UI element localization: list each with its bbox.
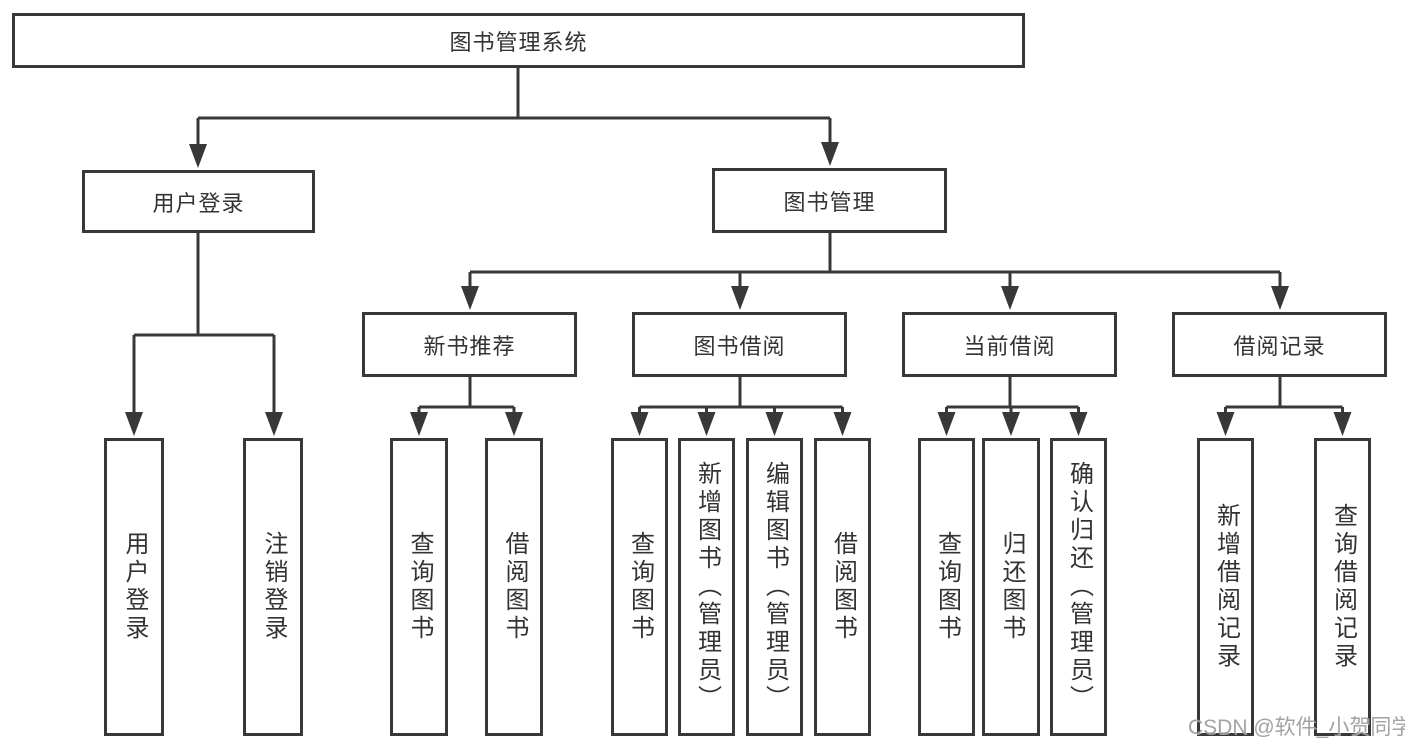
node-book-borrowing-label: 图书借阅: [693, 333, 786, 359]
leaf-borrow-books-recommend: 借阅图书: [485, 438, 543, 736]
leaf-confirm-return-admin: 确认归还（管理员）: [1050, 438, 1107, 736]
leaf-query-borrow-record: 查询借阅记录: [1314, 438, 1371, 736]
leaf-edit-books-admin: 编辑图书（管理员）: [746, 438, 803, 736]
leaf-logout-label: 注销登录: [260, 531, 287, 643]
node-borrowing-records: 借阅记录: [1172, 312, 1387, 377]
leaf-user-login: 用户登录: [104, 438, 164, 736]
leaf-logout: 注销登录: [243, 438, 303, 736]
node-borrowing-records-label: 借阅记录: [1233, 333, 1326, 359]
node-book-management: 图书管理: [712, 168, 947, 233]
leaf-query-books-recommend: 查询图书: [390, 438, 448, 736]
connector-bookborrowing-to-leaves: [630, 377, 852, 436]
leaf-add-books-admin-label: 新增图书（管理员）: [693, 461, 721, 713]
leaf-query-books-borrowing-label: 查询图书: [626, 531, 654, 643]
node-new-book-recommend: 新书推荐: [362, 312, 577, 377]
leaf-borrow-books-label: 借阅图书: [829, 531, 857, 643]
node-user-login: 用户登录: [82, 170, 315, 233]
leaf-query-books-borrowing: 查询图书: [611, 438, 668, 736]
leaf-query-books-current: 查询图书: [918, 438, 975, 736]
node-root-book-management-system: 图书管理系统: [12, 13, 1025, 68]
connector-newbookrecommend-to-leaves: [410, 377, 523, 436]
leaf-confirm-return-admin-label: 确认归还（管理员）: [1065, 461, 1093, 713]
leaf-query-books-current-label: 查询图书: [933, 531, 961, 643]
node-book-borrowing: 图书借阅: [632, 312, 847, 377]
connector-borrowingrecords-to-leaves: [1216, 377, 1352, 436]
connector-currentborrowing-to-leaves: [937, 377, 1088, 436]
node-book-management-label: 图书管理: [783, 189, 876, 215]
leaf-return-books-label: 归还图书: [998, 531, 1025, 643]
leaf-add-borrow-record: 新增借阅记录: [1197, 438, 1254, 736]
leaf-query-borrow-record-label: 查询借阅记录: [1329, 503, 1357, 671]
connector-bookmanagement-to-level3: [461, 233, 1289, 310]
node-current-borrowing: 当前借阅: [902, 312, 1117, 377]
leaf-add-books-admin: 新增图书（管理员）: [678, 438, 735, 736]
node-user-login-label: 用户登录: [152, 190, 245, 216]
node-current-borrowing-label: 当前借阅: [963, 333, 1056, 359]
leaf-borrow-books-recommend-label: 借阅图书: [501, 531, 528, 643]
leaf-edit-books-admin-label: 编辑图书（管理员）: [761, 461, 789, 713]
leaf-add-borrow-record-label: 新增借阅记录: [1212, 503, 1240, 671]
node-new-book-recommend-label: 新书推荐: [423, 333, 516, 359]
csdn-watermark: CSDN @软件_小贺同学: [1188, 716, 1405, 739]
leaf-query-books-recommend-label: 查询图书: [406, 531, 433, 643]
leaf-return-books: 归还图书: [982, 438, 1040, 736]
leaf-borrow-books: 借阅图书: [814, 438, 871, 736]
node-root-label: 图书管理系统: [449, 29, 588, 55]
connector-userlogin-to-leaves: [125, 233, 283, 436]
connector-root-to-level2: [189, 68, 839, 168]
leaf-user-login-label: 用户登录: [121, 531, 148, 643]
